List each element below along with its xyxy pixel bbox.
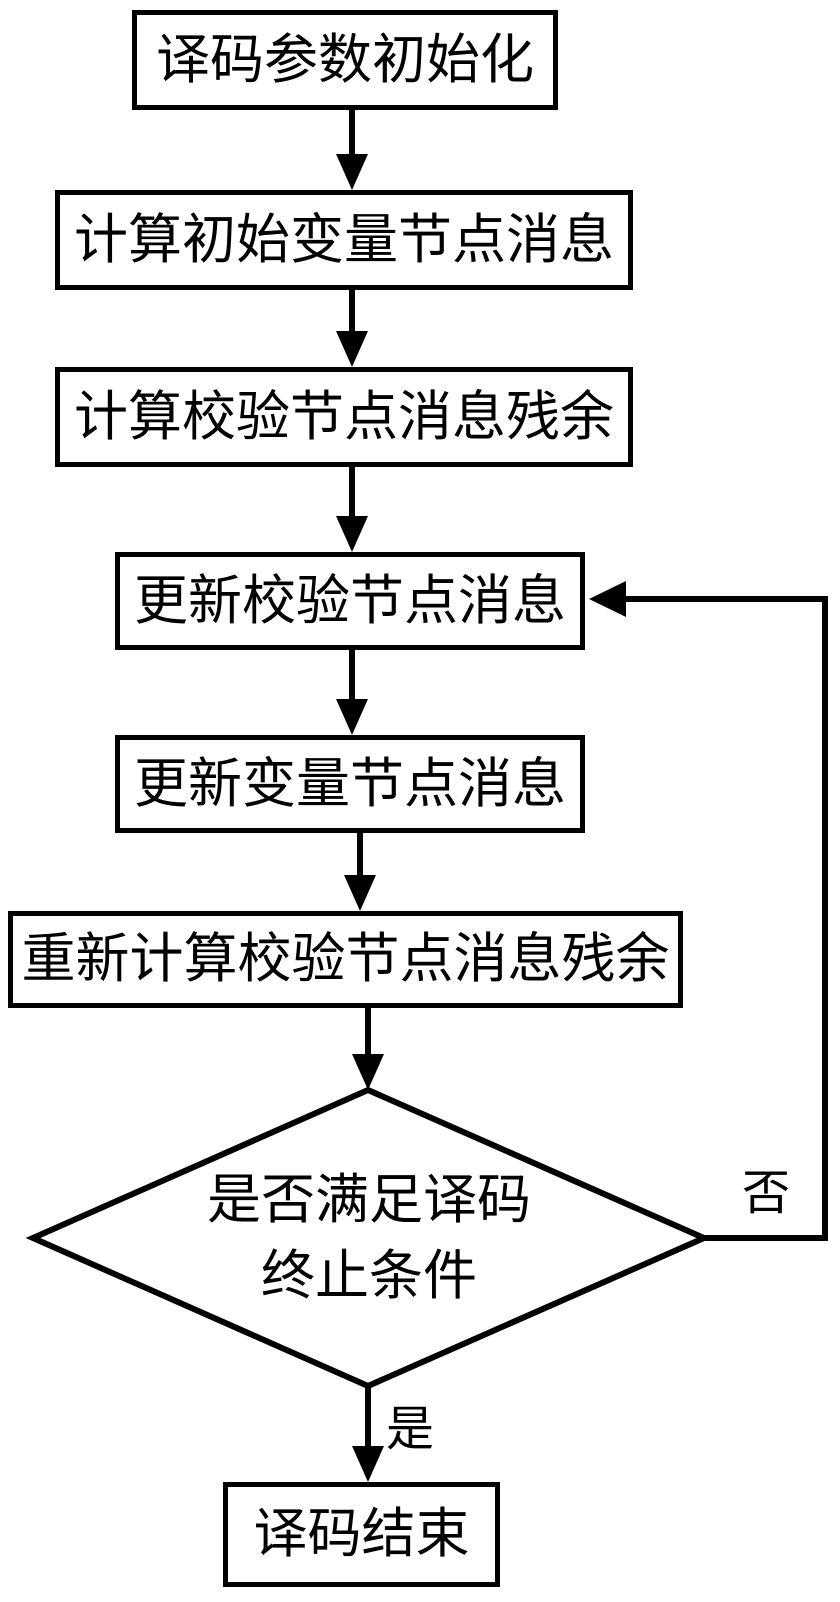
node-calc-check-msg-residual-label: 计算校验节点消息残余 <box>74 386 614 447</box>
node-calc-initial-variable-msgs: 计算初始变量节点消息 <box>55 190 633 290</box>
node-init-label: 译码参数初始化 <box>156 29 534 90</box>
edge-label-no: 否 <box>742 1167 791 1220</box>
arrowhead-update-variable-to-recalc <box>344 875 376 911</box>
node-end: 译码结束 <box>223 1482 500 1587</box>
edge-label-yes: 是 <box>386 1403 435 1456</box>
arrowhead-update-check-to-update-variable <box>336 699 368 735</box>
node-end-label: 译码结束 <box>253 1504 470 1565</box>
arrowhead-decision-to-end <box>352 1446 384 1482</box>
feedback-loop-line <box>622 596 828 1241</box>
decision-label-line1: 是否满足译码 <box>207 1170 531 1230</box>
arrowhead-init-to-calc-initial <box>336 154 368 190</box>
node-recalc-check-msg-residual: 重新计算校验节点消息残余 <box>8 911 683 1008</box>
decision-diamond <box>25 1086 712 1390</box>
arrowhead-feedback-to-update-check <box>589 581 626 617</box>
arrowhead-calc-initial-to-residual <box>336 331 368 367</box>
node-calc-initial-variable-msgs-label: 计算初始变量节点消息 <box>74 209 614 270</box>
node-update-check-msgs: 更新校验节点消息 <box>115 552 585 650</box>
decision-label-line2: 终止条件 <box>261 1246 477 1306</box>
arrowhead-recalc-to-decision <box>352 1054 384 1090</box>
node-update-variable-msgs: 更新变量节点消息 <box>115 735 585 833</box>
node-calc-check-msg-residual: 计算校验节点消息残余 <box>55 367 633 467</box>
node-termination-decision: 是否满足译码 终止条件 <box>89 1150 649 1326</box>
arrowhead-residual-to-update-check <box>336 516 368 552</box>
node-recalc-check-msg-residual-label: 重新计算校验节点消息残余 <box>21 929 670 990</box>
node-init: 译码参数初始化 <box>132 10 558 110</box>
node-update-check-msgs-label: 更新校验节点消息 <box>134 570 566 631</box>
node-update-variable-msgs-label: 更新变量节点消息 <box>134 753 566 814</box>
